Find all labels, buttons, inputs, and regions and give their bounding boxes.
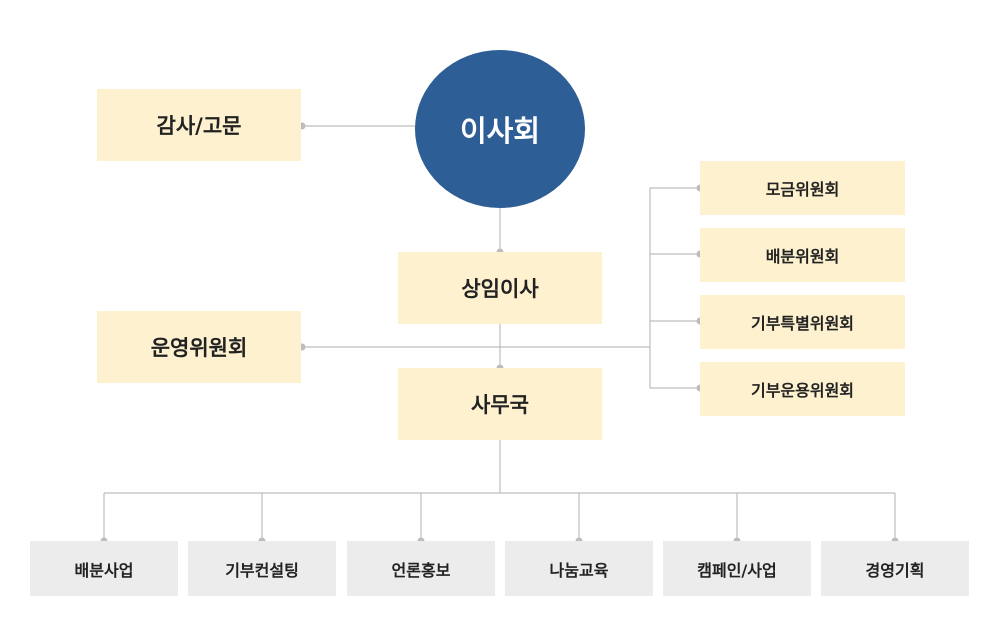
department-node: 기부컨설팅 (188, 541, 336, 596)
standing-director-label: 상임이사 (461, 277, 539, 301)
department-label: 배분사업 (74, 560, 134, 580)
auditor-label: 감사/고문 (156, 114, 242, 138)
committee-node: 기부특별위원회 (700, 295, 905, 349)
department-label: 기부컨설팅 (225, 560, 299, 580)
department-label: 나눔교육 (549, 560, 609, 580)
secretariat-node: 사무국 (398, 368, 602, 440)
board-label: 이사회 (459, 114, 541, 148)
committee-label: 기부특별위원회 (750, 314, 855, 333)
committee-label: 기부운용위원회 (750, 381, 855, 400)
department-node: 나눔교육 (505, 541, 653, 596)
committee-node: 모금위원회 (700, 161, 905, 215)
department-node: 경영기획 (821, 541, 969, 596)
department-label: 경영기획 (865, 560, 925, 580)
committee-label: 모금위원회 (765, 180, 840, 199)
department-node: 배분사업 (30, 541, 178, 596)
auditor-node: 감사/고문 (97, 89, 301, 161)
committee-node: 기부운용위원회 (700, 362, 905, 416)
department-node: 캠페인/사업 (663, 541, 811, 596)
operating-committee-label: 운영위원회 (150, 336, 248, 360)
secretariat-label: 사무국 (471, 393, 529, 417)
board-node: 이사회 (415, 50, 585, 208)
committee-label: 배분위원회 (765, 247, 840, 266)
standing-director-node: 상임이사 (398, 252, 602, 324)
department-node: 언론홍보 (347, 541, 495, 596)
operating-committee-node: 운영위원회 (97, 311, 301, 383)
committee-node: 배분위원회 (700, 228, 905, 282)
department-label: 캠페인/사업 (697, 560, 777, 580)
department-label: 언론홍보 (391, 560, 451, 580)
